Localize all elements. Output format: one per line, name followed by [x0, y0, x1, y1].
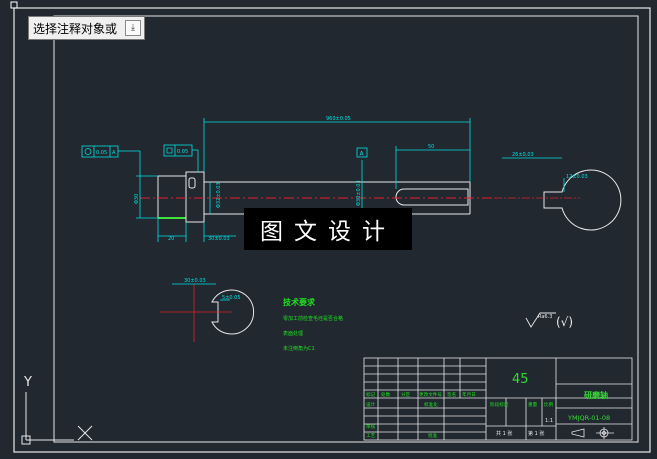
download-arrow-icon[interactable]: ⤓	[125, 20, 142, 36]
tb-material: 45	[512, 372, 529, 387]
datum-label: A	[360, 151, 365, 158]
tech-title: 技术要求	[283, 297, 316, 307]
dim-keyway-length: 50	[428, 144, 434, 150]
dim-dia-left: Φ30	[134, 194, 140, 204]
tb-label-mark: 标记	[366, 391, 376, 398]
tb-part-name: 研磨轴	[584, 390, 608, 400]
tb-label-zone: 分区	[401, 391, 411, 398]
prompt-text: 选择注释对象或	[33, 21, 118, 36]
tb-label-count: 处数	[381, 391, 391, 398]
roughness-value: Ra6.3	[538, 314, 552, 320]
tb-stage-mark: 阶段标记	[490, 401, 509, 408]
tb-label-date: 年月日	[462, 391, 476, 398]
title-block[interactable]	[363, 357, 633, 441]
tech-line-1: 零加工前检查毛坯是否合格	[283, 315, 343, 322]
dim-len-left: 20	[168, 236, 174, 242]
tolerance-left-value: 0.05	[96, 150, 107, 156]
dim-top-length: 960±0.05	[326, 116, 351, 122]
tb-scale: 比例	[544, 401, 554, 408]
tolerance-left-datum: A	[112, 150, 116, 156]
watermark-banner: 图文设计	[244, 208, 412, 250]
datum-marker[interactable]: A	[356, 147, 368, 158]
tb-scale-value: 1:1	[545, 418, 553, 424]
inner-frame	[53, 15, 639, 443]
tolerance-frame-mid[interactable]: 0.05	[163, 144, 199, 172]
tb-label-sign: 签名	[447, 391, 456, 398]
outer-frame	[13, 7, 651, 453]
tolerance-frame-left[interactable]: 0.05 A	[81, 145, 141, 176]
tb-design: 设计	[366, 401, 376, 408]
tech-line-3: 未注倒角为C1	[283, 345, 315, 352]
tb-approve: 批准	[428, 432, 438, 439]
ucs-y-label: Y	[23, 375, 32, 390]
tb-sheet-no: 第 1 张	[528, 430, 544, 437]
tech-line-2: 表面处理	[283, 330, 303, 337]
dim-section-b-width: 30±0.03	[184, 278, 206, 284]
dim-len-mid: 30±0.03	[208, 236, 230, 242]
dim-keyway-section-depth: 12±0.03	[566, 174, 588, 180]
tb-standard: 标准化	[424, 401, 438, 408]
ucs-icon	[21, 392, 93, 445]
tolerance-mid-value: 0.05	[177, 149, 188, 155]
tb-label-change-doc: 更改文件号	[419, 391, 442, 398]
roughness-note: (√)	[556, 315, 573, 329]
tb-review: 审核	[366, 423, 376, 430]
dim-section-b-depth: 5±0.05	[222, 295, 241, 301]
command-prompt-tooltip[interactable]: 选择注释对象或 ⤓	[28, 16, 146, 40]
section-view-keyway[interactable]: 26±0.03 12±0.03	[494, 152, 622, 231]
tech-requirements[interactable]: 技术要求 零加工前检查毛坯是否合格 表面处理 未注倒角为C1	[283, 297, 343, 352]
corner-grip[interactable]	[10, 1, 18, 9]
section-view-b[interactable]: 30±0.03 5±0.05	[160, 278, 255, 342]
tb-drawing-no: YMJQR-01-08	[567, 414, 610, 422]
tb-sheets: 共 1 张	[496, 430, 512, 437]
main-view-dimensions[interactable]	[136, 118, 471, 242]
tb-weight: 重量	[528, 401, 538, 408]
tb-process: 工艺	[366, 433, 376, 439]
dim-dia-right: Φ30±0.03	[356, 180, 362, 206]
projection-symbol-icon	[571, 427, 614, 439]
dim-keyway-section-width: 26±0.03	[512, 152, 534, 158]
dim-dia-mid: Φ32±0.03	[216, 182, 222, 208]
roughness-symbol[interactable]: Ra6.3 (√)	[525, 312, 573, 329]
